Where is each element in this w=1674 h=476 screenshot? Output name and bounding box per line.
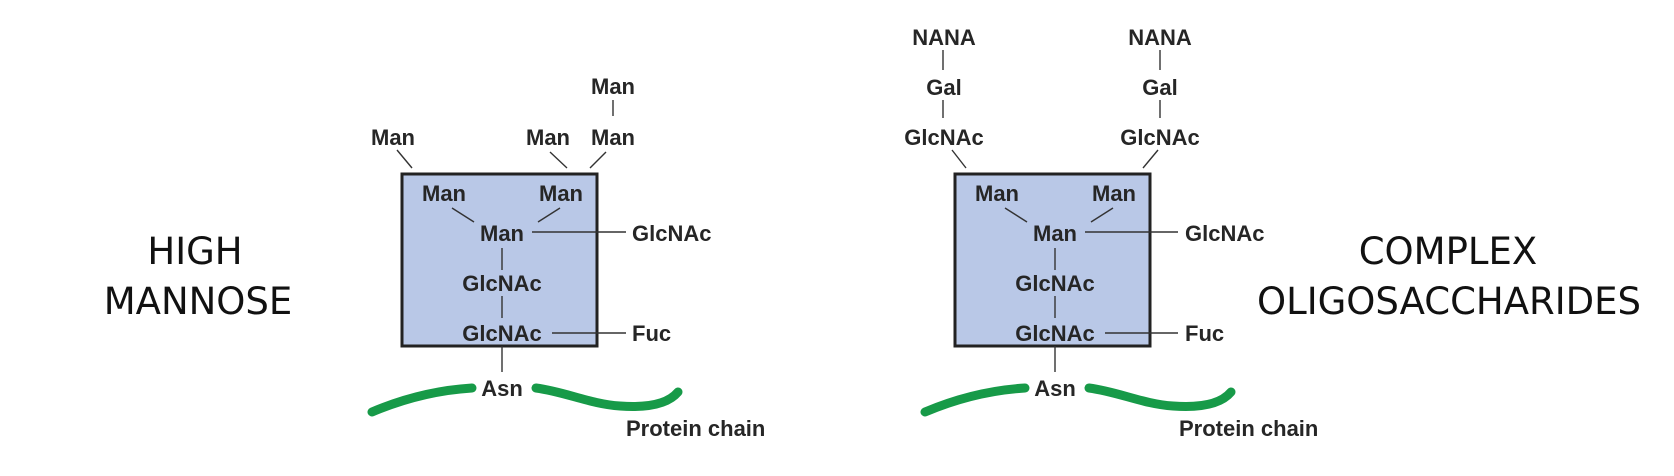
bond bbox=[537, 207, 561, 223]
protein-chain-line bbox=[920, 383, 1030, 417]
sugar-glcnac: GlcNAc bbox=[462, 321, 541, 346]
sugar-man: Man bbox=[539, 181, 583, 206]
protein-chain-label: Protein chain bbox=[1179, 416, 1318, 441]
sugar-glcnac: GlcNAc bbox=[462, 271, 541, 296]
protein-chain-line bbox=[1084, 383, 1236, 411]
complex-caption-line2: OLIGOSACCHARIDES bbox=[1257, 280, 1641, 323]
sugar-asn: Asn bbox=[481, 376, 523, 401]
sugar-man: Man bbox=[480, 221, 524, 246]
sugar-asn: Asn bbox=[1034, 376, 1076, 401]
protein-chain-line bbox=[531, 383, 683, 411]
protein-chain-line bbox=[367, 383, 477, 417]
sugar-man: Man bbox=[591, 125, 635, 150]
high-mannose-structure: HIGH MANNOSE Man Man Man Man Man Man Man… bbox=[104, 74, 766, 441]
bond bbox=[589, 151, 607, 169]
bond bbox=[1090, 207, 1114, 223]
sugar-man: Man bbox=[591, 74, 635, 99]
sugar-glcnac: GlcNAc bbox=[632, 221, 711, 246]
protein-chain-label: Protein chain bbox=[626, 416, 765, 441]
sugar-man: Man bbox=[975, 181, 1019, 206]
bond bbox=[396, 149, 413, 169]
sugar-fuc: Fuc bbox=[632, 321, 671, 346]
sugar-man: Man bbox=[371, 125, 415, 150]
sugar-fuc: Fuc bbox=[1185, 321, 1224, 346]
sugar-man: Man bbox=[1092, 181, 1136, 206]
sugar-gal: Gal bbox=[926, 75, 961, 100]
complex-caption-line1: COMPLEX bbox=[1359, 230, 1538, 273]
sugar-glcnac: GlcNAc bbox=[1015, 271, 1094, 296]
high-mannose-core-box bbox=[400, 172, 599, 348]
high-mannose-caption-line1: HIGH bbox=[147, 230, 242, 273]
bond bbox=[1004, 207, 1028, 223]
bond bbox=[951, 149, 967, 169]
bond bbox=[451, 207, 475, 223]
complex-oligosaccharide-structure: COMPLEX OLIGOSACCHARIDES NANA Gal GlcNAc… bbox=[904, 25, 1641, 441]
bond bbox=[549, 151, 568, 169]
sugar-nana: NANA bbox=[912, 25, 976, 50]
sugar-glcnac: GlcNAc bbox=[1015, 321, 1094, 346]
sugar-man: Man bbox=[1033, 221, 1077, 246]
sugar-glcnac: GlcNAc bbox=[1185, 221, 1264, 246]
sugar-glcnac: GlcNAc bbox=[1120, 125, 1199, 150]
sugar-glcnac: GlcNAc bbox=[904, 125, 983, 150]
bond bbox=[1142, 149, 1159, 169]
sugar-gal: Gal bbox=[1142, 75, 1177, 100]
high-mannose-caption-line2: MANNOSE bbox=[104, 280, 293, 323]
sugar-man: Man bbox=[422, 181, 466, 206]
complex-core-box bbox=[953, 172, 1152, 348]
sugar-nana: NANA bbox=[1128, 25, 1192, 50]
sugar-man: Man bbox=[526, 125, 570, 150]
